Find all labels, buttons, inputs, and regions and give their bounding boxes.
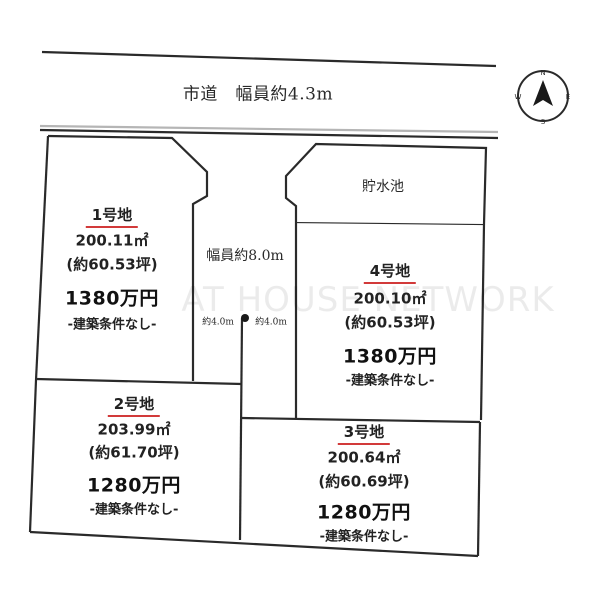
lot-3-right-boundary — [476, 421, 482, 557]
compass-north-letter: N — [540, 69, 545, 77]
lot-1-name: 1号地 — [85, 204, 139, 228]
lot-1-condition: -建築条件なし- — [67, 317, 157, 333]
lot-4-tsubo: (約60.53坪) — [344, 313, 436, 332]
road-top-edge — [41, 50, 497, 68]
lot-2-tsubo: (約61.70坪) — [88, 443, 180, 462]
compass-arrow-icon — [533, 80, 553, 106]
lot-3-tsubo: (約60.69坪) — [318, 472, 410, 491]
lot-3-4-boundary — [241, 416, 481, 424]
lot-2-price: 1280万円 — [87, 474, 181, 497]
lot-1-boundary — [47, 134, 209, 381]
road-bottom-edge — [39, 128, 499, 140]
lot-3-condition: -建築条件なし- — [319, 529, 409, 545]
public-road-label: 市道 幅員約4.3m — [182, 84, 334, 105]
road-center-dot — [241, 314, 249, 322]
lot-1-area: 200.11㎡ — [75, 231, 149, 250]
private-road-right-half-label: 約4.0m — [255, 317, 287, 328]
compass-icon: N S E W — [515, 69, 571, 126]
lot-1-price: 1380万円 — [65, 287, 159, 310]
lot-3-name: 3号地 — [337, 421, 391, 445]
lot-3-area: 200.64㎡ — [327, 448, 401, 467]
reservoir-label: 貯水池 — [362, 179, 404, 195]
lot-left-boundary-lower — [28, 379, 38, 533]
lot-1-2-boundary — [35, 377, 243, 386]
private-road-width-label: 幅員約8.0m — [206, 248, 284, 264]
lot-4-area-unit: ㎡ — [411, 289, 427, 308]
lot-bottom-boundary — [29, 530, 479, 558]
private-road-left-half-label: 約4.0m — [202, 317, 234, 328]
reservoir-boundary — [284, 142, 488, 225]
lot-3-area-unit: ㎡ — [385, 448, 401, 467]
lot-4-area: 200.10㎡ — [353, 289, 427, 308]
compass-west-letter: W — [515, 93, 522, 101]
lot-2-condition: -建築条件なし- — [89, 502, 179, 518]
lot-1-area-unit: ㎡ — [133, 231, 149, 250]
lot-4-condition: -建築条件なし- — [345, 373, 435, 389]
compass-east-letter: E — [566, 93, 570, 101]
lot-4-name: 4号地 — [363, 260, 417, 284]
road-bottom-edge-gray — [39, 124, 499, 134]
lot-3-price: 1280万円 — [317, 501, 411, 524]
lot-left-boundary-upper — [34, 135, 50, 381]
lot-2-3-boundary — [238, 317, 244, 541]
lot-4-price: 1380万円 — [343, 345, 437, 368]
lot-2-name: 2号地 — [107, 393, 161, 417]
lot-2-area: 203.99㎡ — [97, 420, 171, 439]
compass-south-letter: S — [541, 118, 546, 126]
lot-4-right-boundary — [479, 223, 486, 421]
lot-1-tsubo: (約60.53坪) — [66, 255, 158, 274]
lot-2-area-unit: ㎡ — [155, 420, 171, 439]
